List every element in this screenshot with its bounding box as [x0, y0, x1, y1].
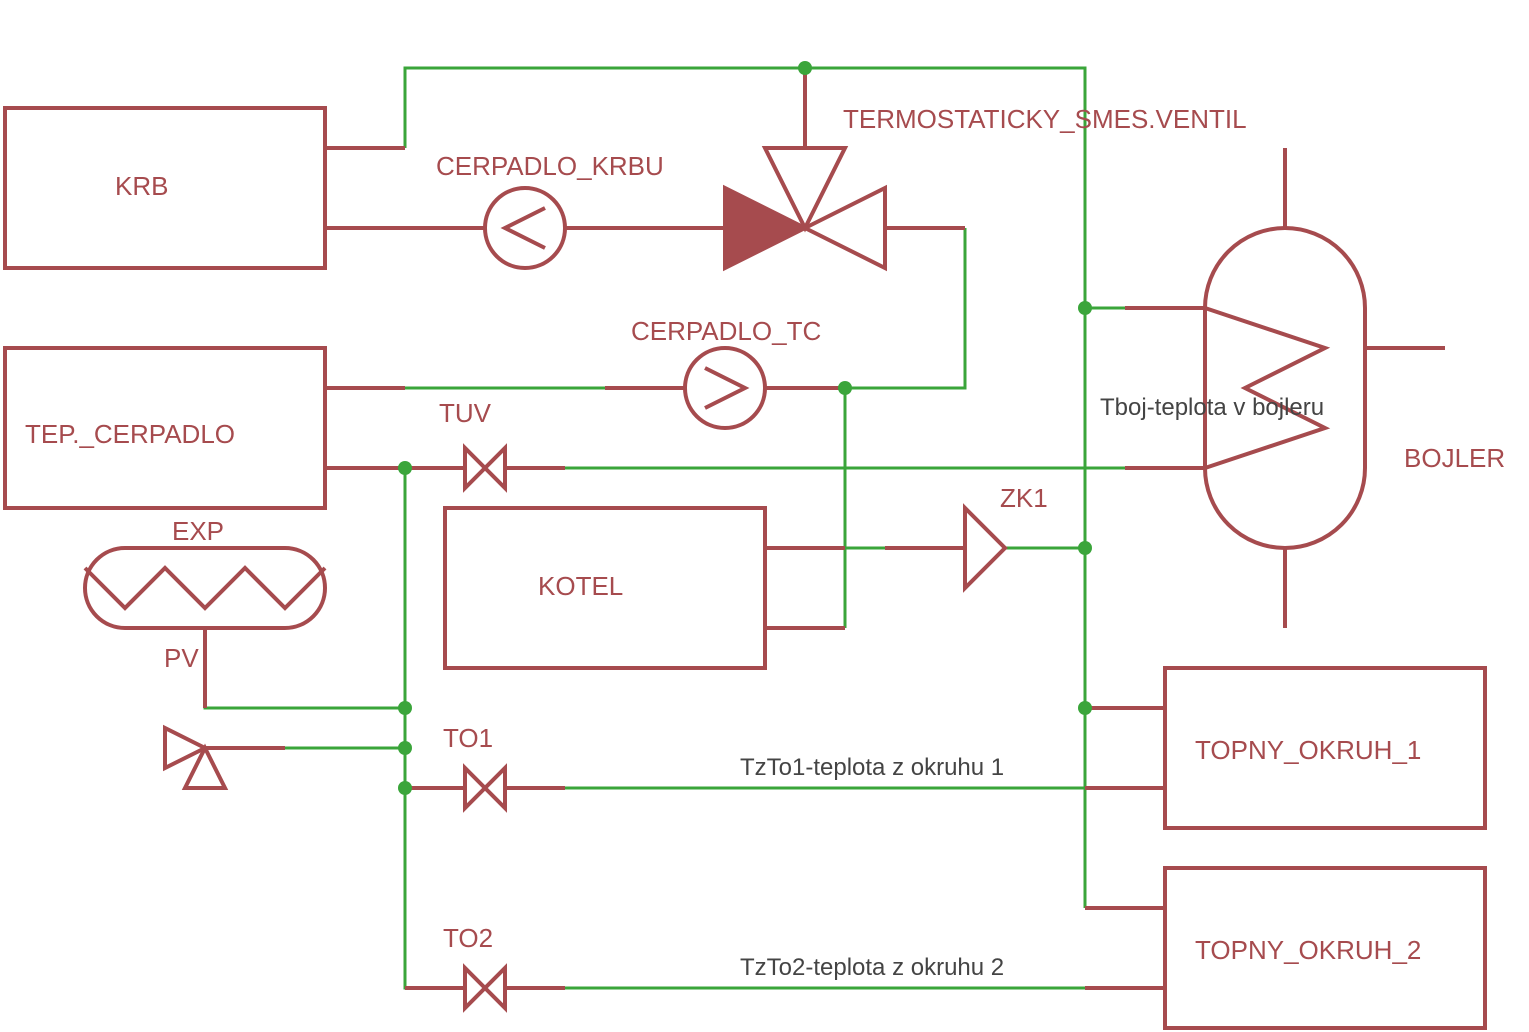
junctions — [398, 61, 1092, 795]
pv-label: PV — [164, 643, 199, 673]
topny-okruh-1-box — [1163, 666, 1487, 830]
junction-dot — [398, 701, 412, 715]
to1-label: TO1 — [443, 723, 493, 753]
water-heater-tank-icon — [1203, 226, 1367, 550]
junction-dot — [798, 61, 812, 75]
pipe-exp — [203, 628, 405, 710]
pipe-krb-top — [403, 66, 1087, 908]
junction-dot — [1078, 301, 1092, 315]
pipe-tc-out — [765, 228, 967, 390]
topny-okruh-2-box — [1163, 866, 1487, 1030]
junction-dot — [1078, 541, 1092, 555]
junction-dot — [838, 381, 852, 395]
check-valve-icon — [963, 503, 1008, 593]
tzto1-annotation: TzTo1-teplota z okruhu 1 — [740, 754, 1004, 781]
tzto2-annotation: TzTo2-teplota z okruhu 2 — [740, 954, 1004, 981]
kotel-label: KOTEL — [538, 571, 623, 601]
krb-label: KRB — [115, 171, 168, 201]
symbol-leads — [203, 68, 1445, 990]
bowtie-valve-icon — [463, 963, 507, 1013]
topny-okruh-1-label: TOPNY_OKRUH_1 — [1195, 735, 1421, 765]
tep-cerpadlo-label: TEP._CERPADLO — [25, 419, 235, 449]
pump-circle-icon — [683, 346, 767, 430]
exp-label: EXP — [172, 516, 224, 546]
junction-dot — [1078, 701, 1092, 715]
bowtie-valve-icon — [463, 443, 507, 493]
zk1-label: ZK1 — [1000, 483, 1048, 513]
safety-valve-icon — [163, 724, 229, 790]
bowtie-valve-icon — [463, 763, 507, 813]
three-way-valve-icon — [723, 146, 887, 272]
tboj-annotation: Tboj-teplota v bojleru — [1100, 394, 1324, 421]
junction-dot — [398, 781, 412, 795]
tuv-label: TUV — [439, 398, 492, 428]
termostaticky-label: TERMOSTATICKY_SMES.VENTIL — [843, 104, 1247, 134]
junction-dot — [398, 461, 412, 475]
topny-okruh-2-label: TOPNY_OKRUH_2 — [1195, 935, 1421, 965]
to2-label: TO2 — [443, 923, 493, 953]
cerpadlo-tc-label: CERPADLO_TC — [631, 316, 821, 346]
tep-cerpadlo-box — [3, 346, 327, 510]
bojler-label: BOJLER — [1404, 443, 1505, 473]
pump-circle-icon — [483, 186, 567, 270]
cerpadlo-krbu-label: CERPADLO_KRBU — [436, 151, 664, 181]
junction-dot — [398, 741, 412, 755]
expansion-tank-icon — [83, 546, 327, 630]
krb-box — [3, 106, 327, 270]
kotel-box — [443, 506, 767, 670]
